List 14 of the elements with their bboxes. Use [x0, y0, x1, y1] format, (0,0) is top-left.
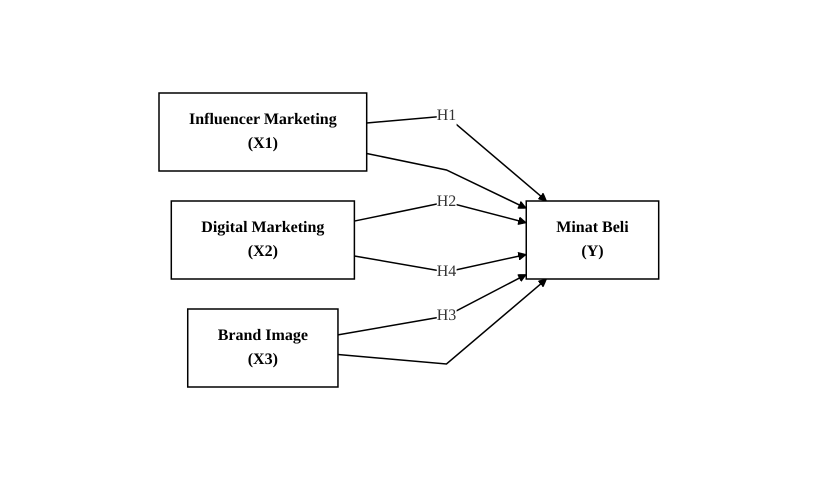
edge-label: H3 [436, 306, 456, 324]
edge-label: H2 [436, 192, 456, 210]
arrow [354, 251, 527, 272]
edge-label: H1 [436, 106, 456, 124]
node-box: Minat Beli (Y) [526, 200, 660, 280]
node-box: Influencer Marketing (X1) [158, 92, 368, 172]
arrow [338, 278, 548, 364]
node-box: Brand Image (X3) [187, 308, 339, 388]
edge-label: H4 [436, 262, 456, 280]
arrow [338, 274, 527, 336]
arrow [354, 200, 527, 225]
arrow [366, 114, 548, 201]
node-box: Digital Marketing (X2) [170, 200, 356, 280]
arrow [366, 152, 527, 208]
